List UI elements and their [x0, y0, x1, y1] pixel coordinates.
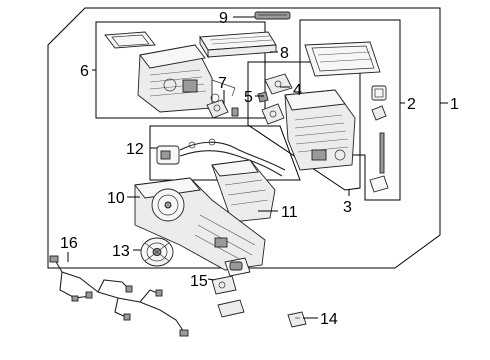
mode-actuator-part	[264, 73, 293, 95]
hose-kit-part	[156, 138, 286, 177]
callout-10: 10	[107, 190, 125, 207]
cabin-filter-part	[199, 31, 277, 59]
duct-part	[211, 159, 276, 223]
callout-7: 7	[218, 75, 227, 92]
callout-5: 5	[244, 89, 253, 106]
callout-4: 4	[293, 82, 302, 99]
blower-housing-part	[134, 177, 266, 271]
heater-housing-part	[104, 31, 236, 113]
leader-15	[207, 278, 215, 281]
callout-1: 1	[450, 96, 459, 113]
callout-13: 13	[112, 243, 130, 260]
callout-6: 6	[80, 63, 89, 80]
callout-9: 9	[219, 10, 228, 27]
callout-2: 2	[407, 96, 416, 113]
callout-16: 16	[60, 235, 78, 252]
blower-motor-part	[140, 237, 174, 267]
temp-actuator-part	[257, 91, 285, 125]
evaporator-housing-part	[284, 89, 356, 171]
wiring-harness-part	[49, 255, 189, 337]
callout-15: 15	[190, 273, 208, 290]
callout-3: 3	[343, 199, 352, 216]
sensor-part	[287, 311, 307, 328]
hose-kit-frame	[149, 125, 301, 181]
callout-8: 8	[280, 45, 289, 62]
resistor-part	[211, 257, 251, 318]
actuator-part	[206, 99, 239, 119]
callout-14: 14	[320, 311, 338, 328]
filter-kit-pieces	[304, 41, 389, 193]
seal-strip-part	[254, 11, 291, 20]
callout-12: 12	[126, 141, 144, 158]
assembly-frame	[47, 7, 441, 269]
callout-11: 11	[281, 204, 298, 221]
